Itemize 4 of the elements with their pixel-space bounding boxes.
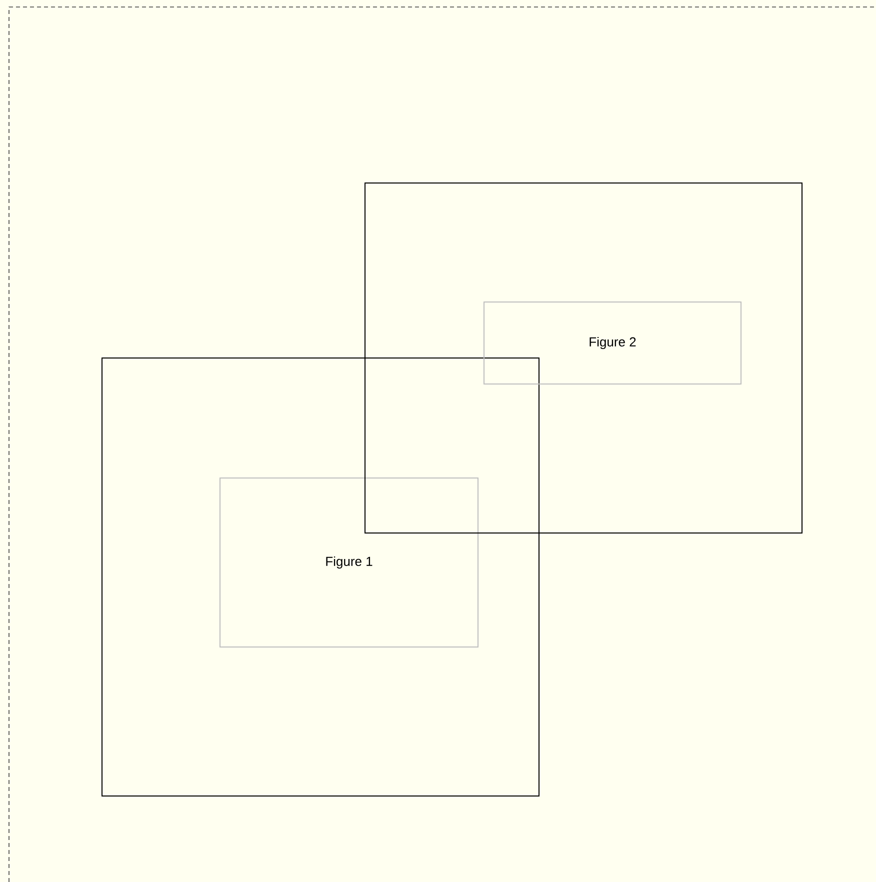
frame-box xyxy=(102,358,540,796)
figure-box: Figure 1 xyxy=(220,478,478,648)
figure-box: Figure 2 xyxy=(484,302,742,384)
frame-box xyxy=(364,182,802,534)
